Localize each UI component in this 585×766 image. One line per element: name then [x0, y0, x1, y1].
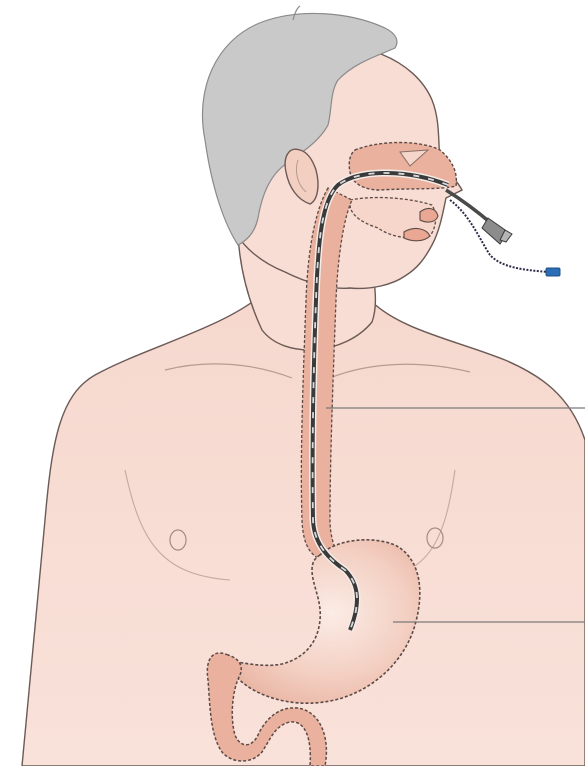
external-tube [446, 190, 492, 224]
connector-plug [546, 268, 560, 276]
